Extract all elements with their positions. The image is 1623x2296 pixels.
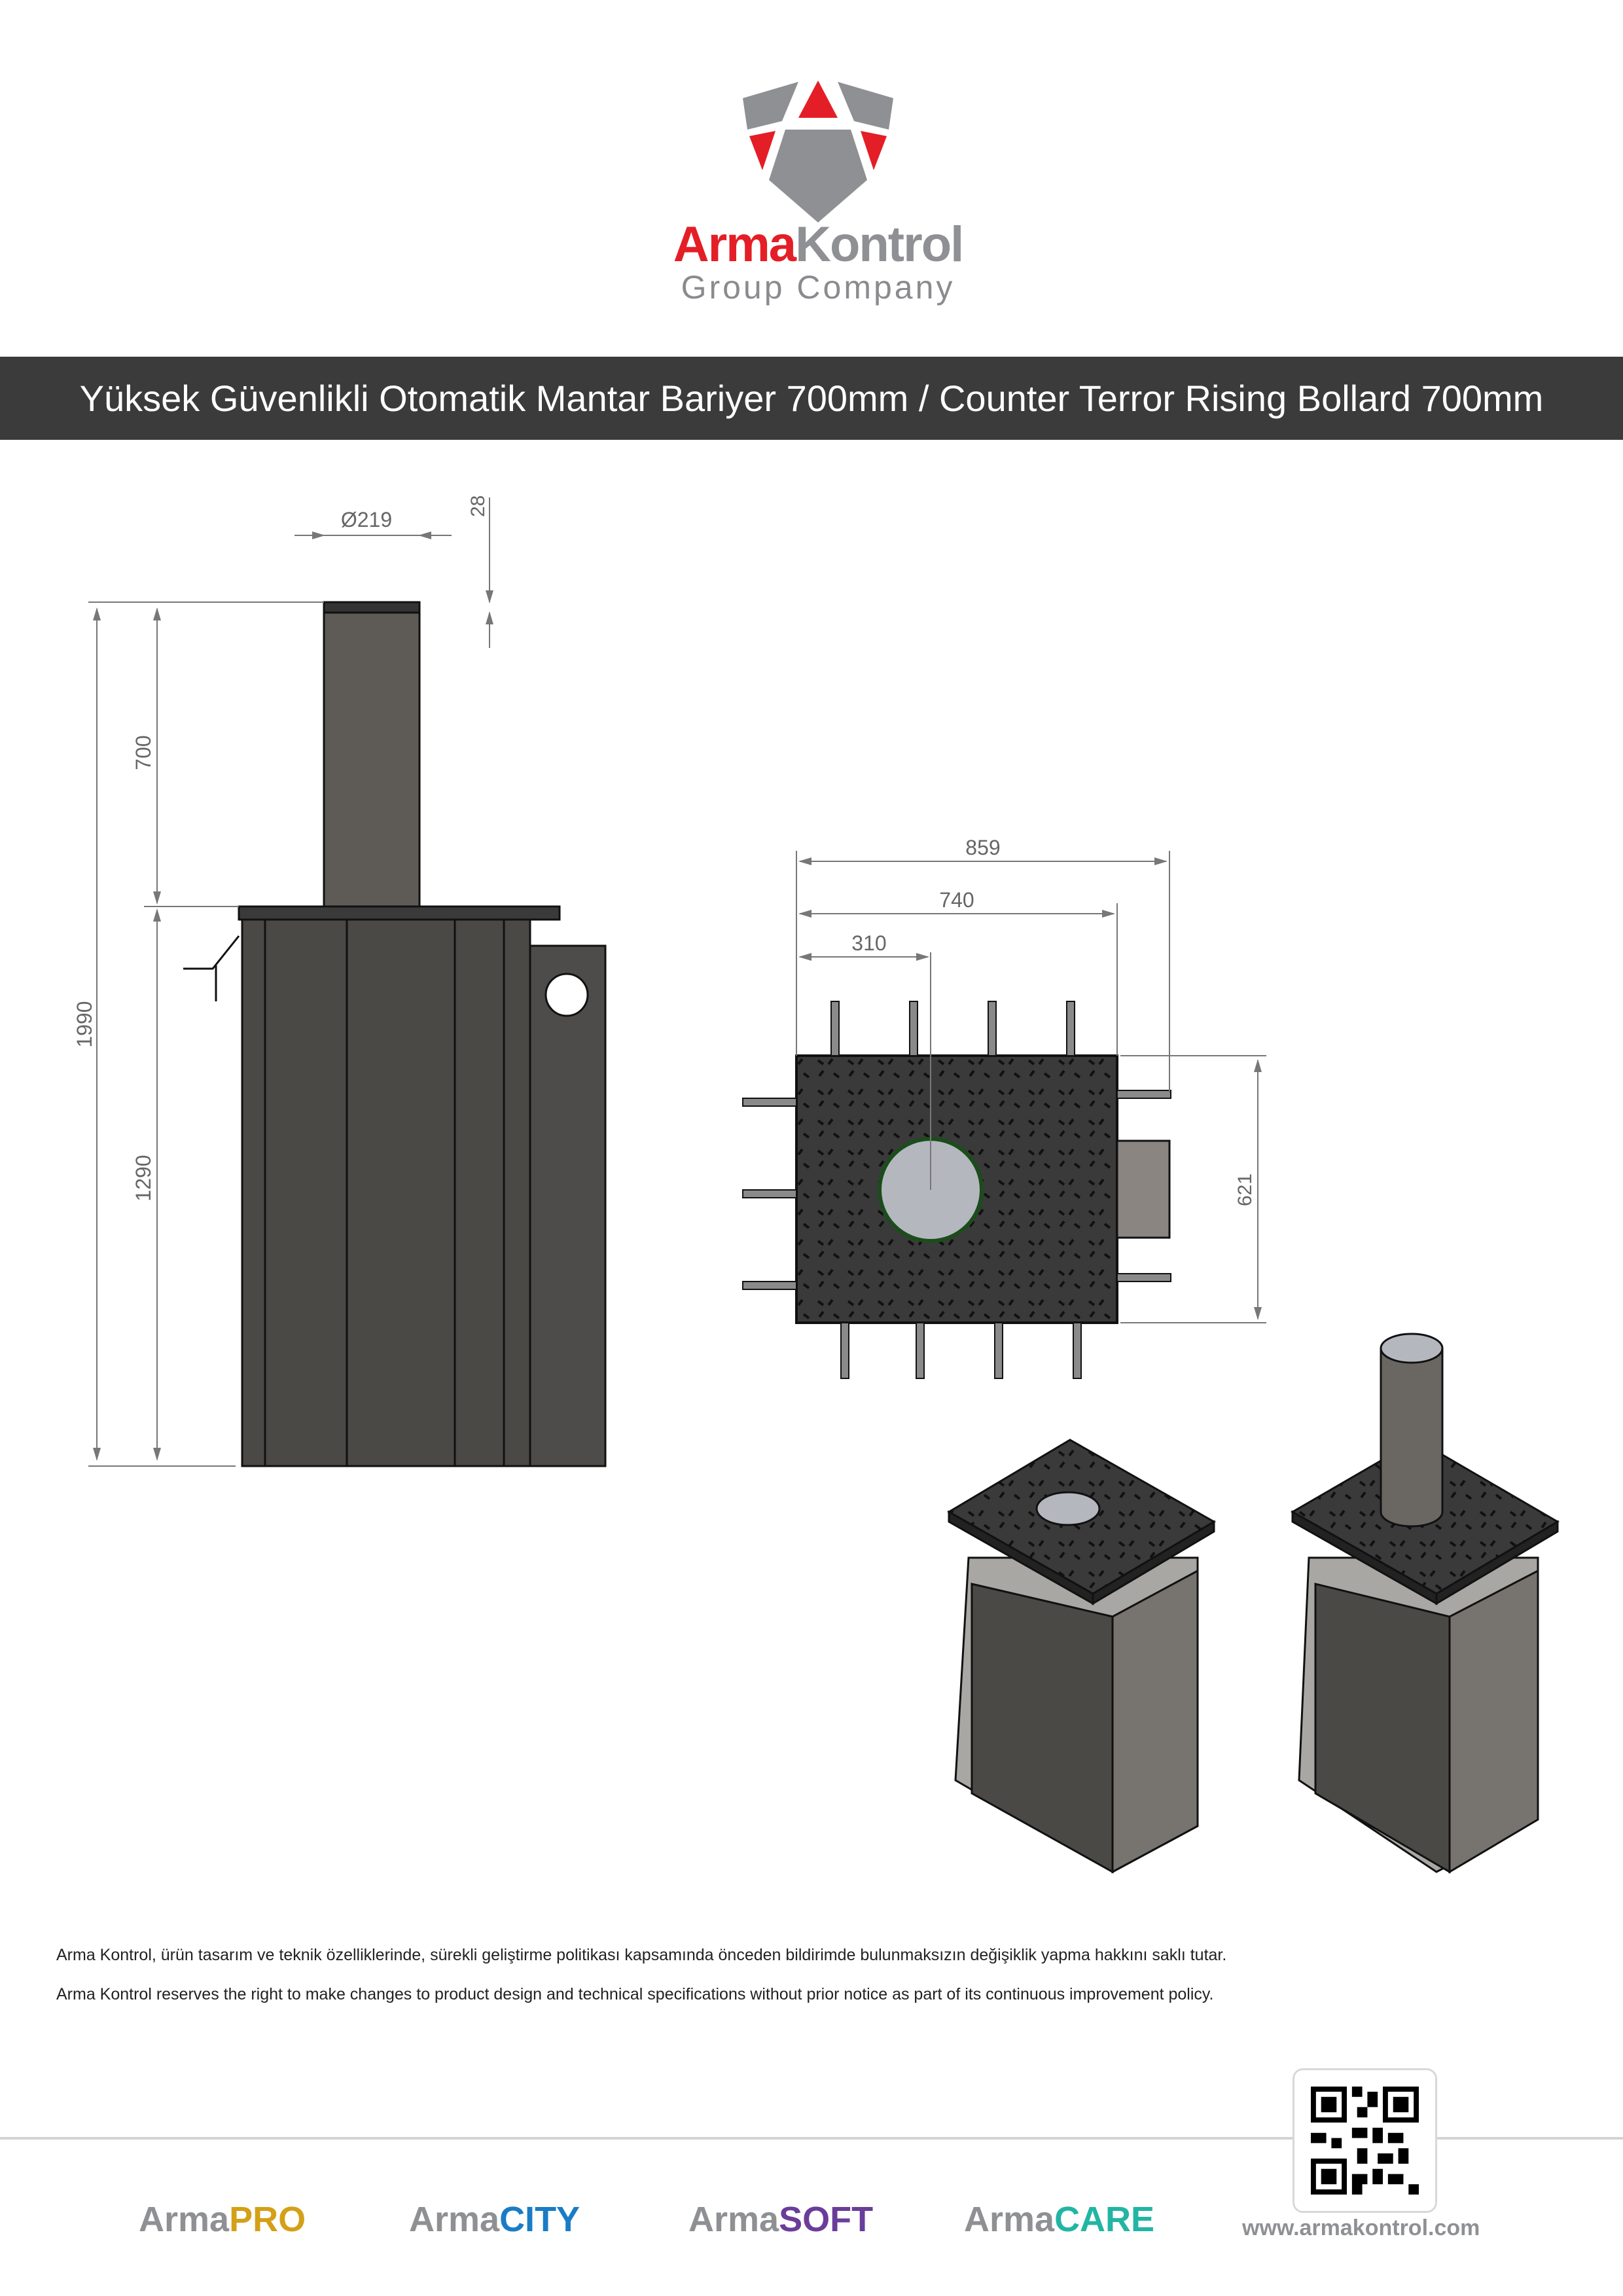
side-dimensions	[88, 497, 493, 1467]
brand-suffix: SOFT	[779, 2200, 874, 2239]
disclaimer-en: Arma Kontrol reserves the right to make …	[56, 1985, 1214, 2003]
brand-armasoft: ArmaSOFT	[688, 2199, 873, 2240]
brand-armacare: ArmaCARE	[964, 2199, 1154, 2240]
dim-1990: 1990	[73, 1001, 96, 1047]
logo-kontrol: Kontrol	[795, 217, 964, 272]
dim-740: 740	[939, 888, 974, 912]
brand-armacity: ArmaCITY	[409, 2199, 580, 2240]
logo-arma: Arma	[673, 217, 796, 272]
dim-310: 310	[851, 931, 886, 955]
dim-diameter: Ø219	[341, 508, 392, 531]
bollard-post	[323, 601, 421, 908]
title-bar: Yüksek Güvenlikli Otomatik Mantar Bariye…	[0, 357, 1623, 440]
qr-code-icon	[1311, 2087, 1419, 2195]
technical-drawing: Ø219 28 700 1990 1290 859 740 310 621	[73, 495, 1560, 1874]
isometric-view-raised	[1290, 1333, 1560, 1874]
qr-code[interactable]	[1293, 2068, 1437, 2213]
isometric-view-lowered	[947, 1439, 1216, 1874]
company-logo-shield	[743, 81, 893, 223]
dim-621: 621	[1234, 1174, 1256, 1206]
dim-cap: 28	[467, 495, 489, 517]
dim-1290: 1290	[132, 1155, 155, 1201]
logo-wordmark: ArmaKontrol	[654, 216, 982, 273]
bollard-housing	[241, 918, 531, 1467]
footer-divider	[0, 2137, 1623, 2140]
brand-prefix: Arma	[964, 2200, 1055, 2239]
brand-suffix: CARE	[1054, 2200, 1155, 2239]
dim-859: 859	[965, 836, 1000, 859]
side-view	[183, 601, 607, 1467]
brand-suffix: CITY	[499, 2200, 580, 2239]
brand-prefix: Arma	[139, 2200, 230, 2239]
top-view	[742, 1001, 1171, 1379]
website-link[interactable]: www.armakontrol.com	[1242, 2215, 1480, 2240]
cable-hole	[544, 973, 589, 1017]
brand-prefix: Arma	[688, 2200, 779, 2239]
dim-700: 700	[132, 735, 155, 770]
brand-prefix: Arma	[409, 2200, 500, 2239]
page-title: Yüksek Güvenlikli Otomatik Mantar Bariye…	[79, 378, 1544, 419]
brand-armapro: ArmaPRO	[139, 2199, 306, 2240]
brand-suffix: PRO	[229, 2200, 306, 2239]
logo-subtitle: Group Company	[681, 269, 955, 306]
top-dimensions	[796, 851, 1266, 1323]
disclaimer-tr: Arma Kontrol, ürün tasarım ve teknik öze…	[56, 1946, 1227, 1964]
